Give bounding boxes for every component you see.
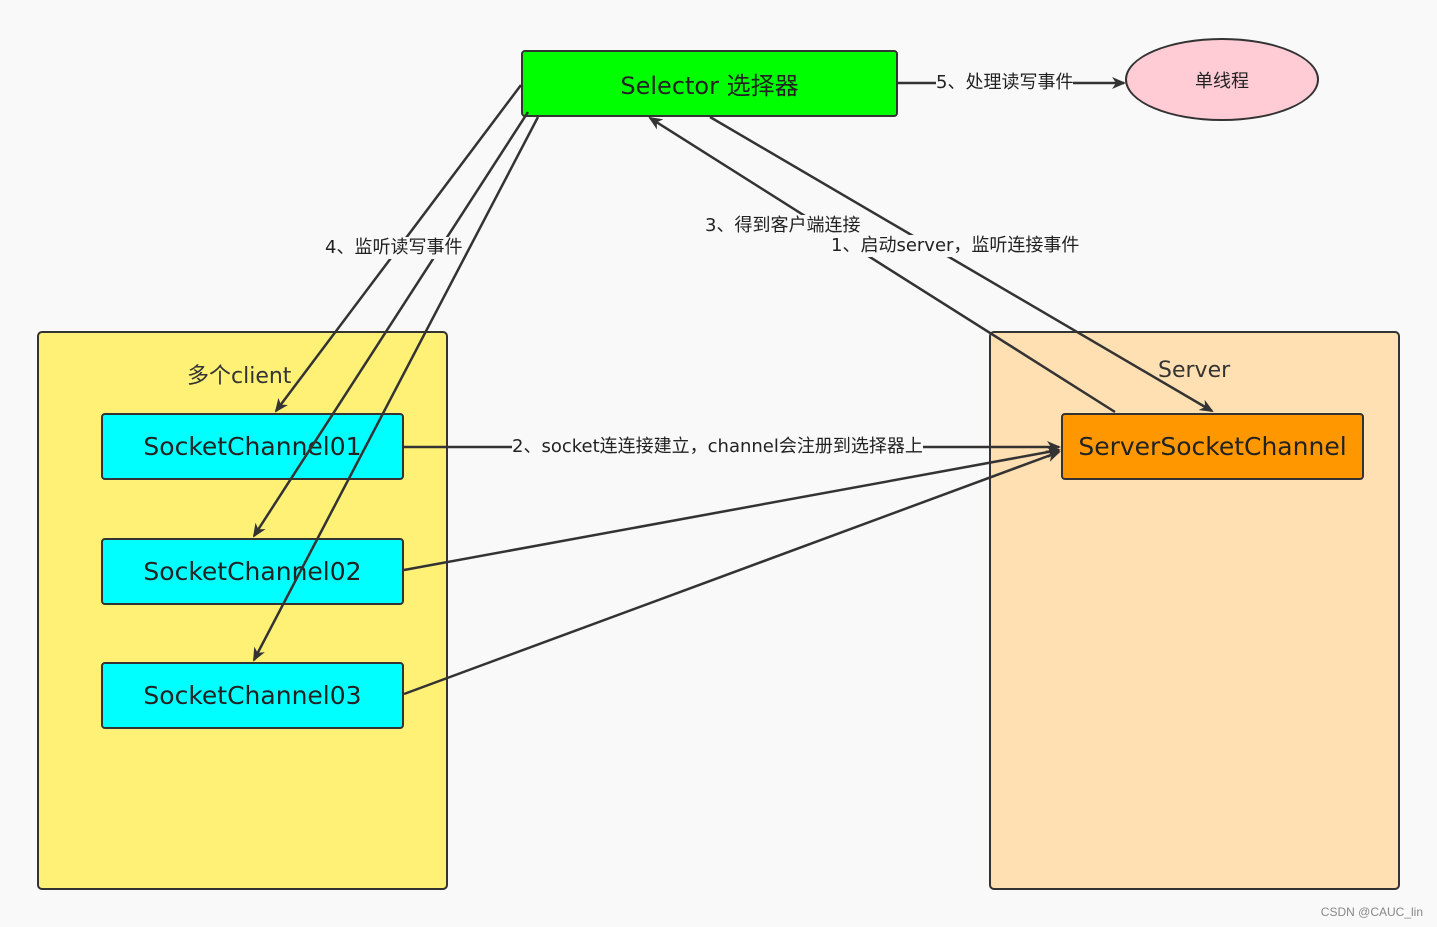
edge-label-step5: 5、处理读写事件 [936, 72, 1074, 94]
single-thread-node[interactable]: 单线程 [1125, 38, 1319, 121]
edge-sc03-to-server [403, 450, 1061, 696]
edge-sc02-to-server [403, 446, 1061, 572]
edge-label-step2: 2、socket连连接建立，channel会注册到选择器上 [512, 436, 923, 458]
server-group-label: Server [1158, 358, 1231, 383]
edge-selector-to-sc02 [252, 111, 530, 538]
edge-server-to-selector [648, 116, 1116, 414]
edge-selector-to-sc03 [252, 116, 540, 662]
edge-label-step3: 3、得到客户端连接 [705, 215, 861, 237]
socket-channel-02[interactable]: SocketChannel02 [101, 538, 404, 605]
server-socket-channel-node[interactable]: ServerSocketChannel [1061, 413, 1364, 480]
selector-node[interactable]: Selector 选择器 [521, 50, 898, 117]
edge-selector-to-server [709, 115, 1214, 413]
watermark: CSDN @CAUC_lin [1320, 905, 1423, 919]
edge-label-step1: 1、启动server，监听连接事件 [831, 235, 1080, 257]
edge-label-step4: 4、监听读写事件 [325, 237, 463, 259]
clients-group-label: 多个client [187, 364, 292, 389]
socket-channel-03[interactable]: SocketChannel03 [101, 662, 404, 729]
